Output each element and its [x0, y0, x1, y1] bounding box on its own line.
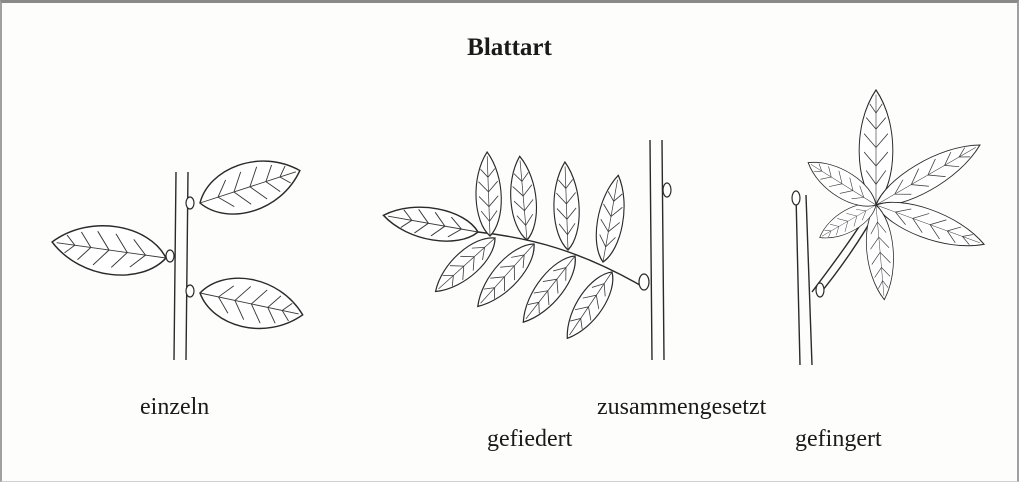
simple-leaf-left [49, 218, 170, 282]
palmate-bud-top [792, 191, 800, 205]
bud-upper [186, 197, 194, 209]
caption-einzeln: einzeln [140, 394, 209, 421]
palmate-bud-lower [816, 283, 824, 297]
leaflet-upper-2 [507, 155, 539, 241]
caption-gefingert: gefingert [795, 426, 882, 453]
leaflet-upper-3 [552, 162, 580, 251]
caption-gefiedert: gefiedert [487, 426, 572, 453]
pinnate-stem [650, 140, 664, 360]
bud-left [166, 250, 174, 262]
leaflet-upper-1 [474, 152, 502, 237]
pinnate-leaf-drawing [381, 140, 671, 360]
palmate-leaf-drawing [792, 90, 989, 365]
simple-leaf-drawing [49, 148, 308, 360]
simple-leaf-upper [193, 148, 308, 226]
leaflet-terminal [381, 200, 481, 248]
bud-lower [186, 285, 194, 297]
caption-zusammengesetzt: zusammengesetzt [597, 394, 766, 421]
palmate-stem [796, 195, 812, 365]
leaflet-upper-4 [591, 173, 631, 264]
pinnate-leaf-base [639, 274, 649, 290]
simple-leaf-lower [195, 270, 308, 339]
pinnate-bud [663, 183, 671, 197]
